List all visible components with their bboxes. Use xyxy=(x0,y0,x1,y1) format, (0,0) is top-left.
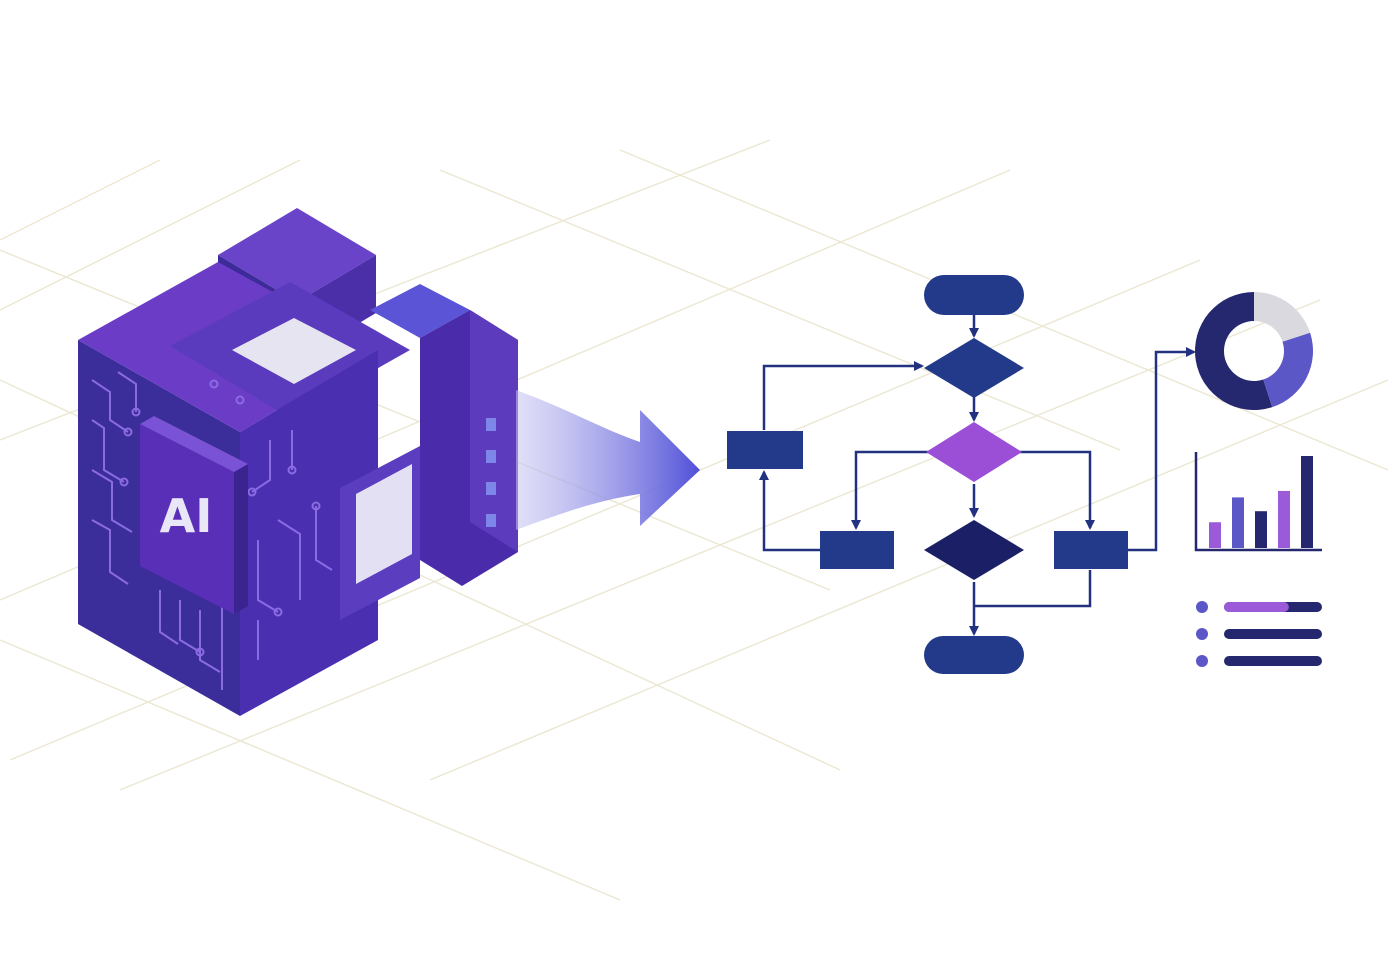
bar xyxy=(1209,522,1221,548)
pillar-window xyxy=(486,514,496,527)
flow-outputs xyxy=(1194,292,1322,667)
flow-process-left xyxy=(727,431,803,469)
flow-arrow xyxy=(516,390,700,530)
flowchart xyxy=(727,275,1196,674)
flow-connectors xyxy=(759,314,1196,636)
ai-chip xyxy=(140,424,234,614)
ai-cube-illustration: AI xyxy=(78,208,518,716)
list-bar-fill xyxy=(1224,602,1289,612)
flow-decision-accent xyxy=(926,422,1022,482)
cube-top-panel xyxy=(232,318,356,384)
circuit-traces xyxy=(91,371,333,690)
list-bullet xyxy=(1196,628,1208,640)
ai-chip-side xyxy=(234,464,248,614)
list-bullet xyxy=(1196,601,1208,613)
flow-decision-1 xyxy=(924,338,1024,398)
circuit-nodes xyxy=(119,379,321,657)
ai-chip-label: AI xyxy=(160,489,213,543)
pillar-window xyxy=(486,482,496,495)
list-bar-track xyxy=(1224,629,1322,639)
bar xyxy=(1278,490,1290,548)
donut-segment xyxy=(1195,292,1273,410)
cube-right-window xyxy=(356,464,412,584)
bar-chart-axis xyxy=(1194,452,1322,552)
bar xyxy=(1232,497,1244,548)
ai-chip-top xyxy=(140,416,248,472)
list-bar-track xyxy=(1224,656,1322,666)
pillar-window xyxy=(486,418,496,431)
bar xyxy=(1255,511,1267,548)
flow-process-right xyxy=(1054,531,1128,569)
flow-start-node xyxy=(924,275,1024,315)
donut-segment xyxy=(1263,332,1313,408)
list-bars-icon xyxy=(1196,601,1322,667)
list-bullet xyxy=(1196,655,1208,667)
flow-process-bottom-left xyxy=(820,531,894,569)
flow-decision-2 xyxy=(924,520,1024,580)
donut-segment xyxy=(1254,292,1311,342)
bar-chart-icon xyxy=(1194,452,1322,552)
pillar-window xyxy=(486,450,496,463)
cube-right-face xyxy=(240,350,378,716)
flow-end-node xyxy=(924,636,1024,674)
donut-chart-icon xyxy=(1195,292,1313,410)
cube-right-pillar-top xyxy=(370,284,470,338)
bar xyxy=(1301,456,1313,548)
